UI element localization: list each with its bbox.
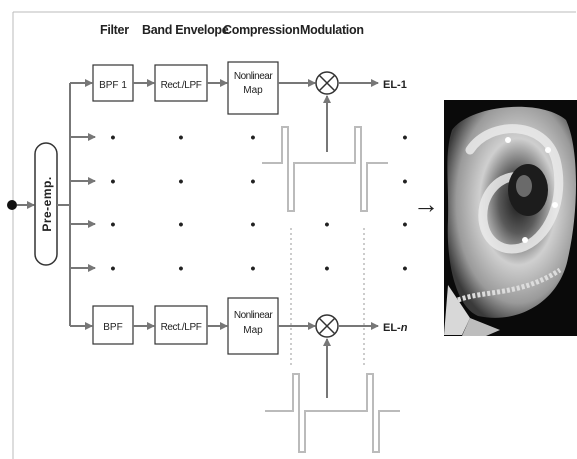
nonlinear-map-n-box (227, 297, 279, 355)
dot: • (251, 129, 256, 145)
dot: • (111, 216, 116, 232)
dot: • (403, 260, 408, 276)
dot: • (251, 173, 256, 189)
output-el-n: EL-n (383, 322, 408, 334)
nonlinear-map-n-label-line1: Nonlinear (234, 310, 273, 321)
intermediate-channel-dots: • • • • • • • • • • • • • • • • • • (111, 129, 408, 276)
pre-emphasis-label: Pre-emp. (40, 176, 54, 231)
rect-lpf-n-box (154, 305, 208, 345)
dot: • (179, 129, 184, 145)
dot: • (179, 260, 184, 276)
header-modulation: Modulation (300, 23, 364, 37)
pulse-train-n (265, 373, 400, 453)
dot: • (111, 129, 116, 145)
dot: • (325, 216, 330, 232)
multiplier-1-icon (315, 71, 339, 95)
dot: • (325, 260, 330, 276)
input-node (7, 200, 17, 210)
pulse-train-1 (262, 126, 388, 212)
bpf-1-label: BPF 1 (99, 80, 127, 91)
dot: • (403, 129, 408, 145)
nonlinear-map-1-label-line2: Map (243, 85, 263, 96)
result-arrow: → (413, 189, 439, 219)
dot: • (403, 216, 408, 232)
nonlinear-map-1-label-line1: Nonlinear (234, 71, 273, 82)
bpf-n-label: BPF (103, 322, 122, 333)
cochlea-image (444, 100, 577, 336)
dot: • (111, 173, 116, 189)
channel-1: BPF 1 Rect./LPF Nonlinear Map EL-1 (92, 61, 407, 212)
output-el-1: EL-1 (383, 79, 407, 91)
nonlinear-map-n-label-line2: Map (243, 325, 263, 336)
dot: • (403, 173, 408, 189)
bpf-n-box (92, 305, 134, 345)
header-band-envelope: Band Envelope (142, 23, 229, 37)
dot: • (179, 216, 184, 232)
header-filter: Filter (100, 23, 129, 37)
dot: • (111, 260, 116, 276)
pre-emphasis-block: Pre-emp. (34, 142, 58, 266)
multiplier-n-icon (315, 314, 339, 338)
rect-lpf-n-label: Rect./LPF (161, 322, 202, 333)
dot: • (251, 216, 256, 232)
dot: • (251, 260, 256, 276)
channel-n: BPF Rect./LPF Nonlinear Map EL-n (92, 297, 408, 453)
rect-lpf-1-label: Rect./LPF (161, 80, 202, 91)
header-compression: Compression (223, 23, 300, 37)
nonlinear-map-1-box (227, 61, 279, 115)
dot: • (179, 173, 184, 189)
